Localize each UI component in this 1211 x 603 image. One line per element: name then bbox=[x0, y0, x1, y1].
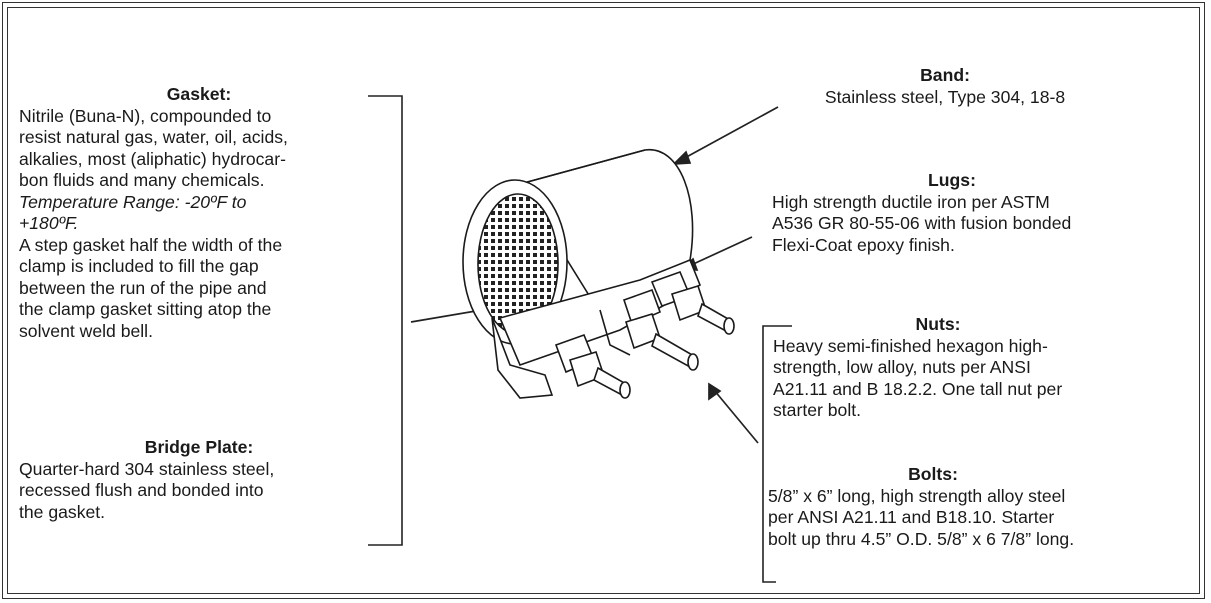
gasket-line: alkalies, most (aliphatic) hydrocar- bbox=[19, 148, 286, 169]
gasket-step-line: between the run of the pipe and bbox=[19, 277, 267, 298]
bridge-plate-line: recessed flush and bonded into bbox=[19, 480, 264, 500]
gasket-temperature-line: +180ºF. bbox=[19, 213, 79, 233]
gasket-step-line: clamp is included to fill the gap bbox=[19, 256, 259, 276]
lugs-line: Flexi-Coat epoxy finish. bbox=[772, 234, 955, 255]
nuts-callout: Nuts: Heavy semi-finished hexagon high- … bbox=[773, 314, 1133, 422]
bolts-callout: Bolts: 5/8” x 6” long, high strength all… bbox=[768, 464, 1198, 550]
bolts-line: per ANSI A21.11 and B18.10. Starter bbox=[768, 507, 1055, 527]
nuts-line: strength, low alloy, nuts per ANSI bbox=[773, 357, 1031, 377]
gasket-line: Nitrile (Buna-N), compounded to bbox=[19, 105, 272, 126]
lugs-leader bbox=[688, 236, 753, 267]
gasket-heading: Gasket: bbox=[166, 84, 232, 104]
bolts-heading: Bolts: bbox=[908, 464, 958, 484]
nuts-leader bbox=[713, 389, 759, 444]
lugs-callout: Lugs: High strength ductile iron per AST… bbox=[772, 170, 1132, 256]
bridge-plate-heading: Bridge Plate: bbox=[144, 437, 254, 457]
bolts-line: 5/8” x 6” long, high strength alloy stee… bbox=[768, 485, 1066, 506]
lugs-line: High strength ductile iron per ASTM bbox=[772, 191, 1050, 212]
nuts-line: Heavy semi-finished hexagon high- bbox=[773, 335, 1048, 356]
lugs-line: A536 GR 80-55-06 with fusion bonded bbox=[772, 213, 1072, 233]
bridge-plate-callout: Bridge Plate: Quarter-hard 304 stainless… bbox=[19, 437, 379, 523]
gasket-step-line: solvent weld bell. bbox=[19, 320, 153, 341]
gasket-step-line: the clamp gasket sitting atop the bbox=[19, 299, 272, 319]
band-callout: Band: Stainless steel, Type 304, 18-8 bbox=[765, 65, 1125, 108]
clamp-body bbox=[462, 149, 735, 399]
bridge-plate-line: the gasket. bbox=[19, 501, 106, 522]
left-bracket bbox=[368, 95, 403, 546]
nuts-heading: Nuts: bbox=[915, 314, 961, 334]
right-bracket bbox=[762, 325, 792, 583]
gasket-callout: Gasket: Nitrile (Buna-N), compounded to … bbox=[19, 84, 379, 342]
nuts-line: A21.11 and B 18.2.2. One tall nut per bbox=[773, 378, 1063, 399]
band-leader bbox=[680, 106, 779, 161]
gasket-step-line: A step gasket half the width of the bbox=[19, 234, 283, 255]
nuts-line: starter bolt. bbox=[773, 400, 862, 420]
band-line: Stainless steel, Type 304, 18-8 bbox=[824, 86, 1066, 107]
band-heading: Band: bbox=[920, 65, 970, 85]
band-arrowhead bbox=[671, 150, 692, 165]
inner-border bbox=[7, 7, 1200, 594]
lugs-heading: Lugs: bbox=[928, 170, 976, 190]
gasket-line: resist natural gas, water, oil, acids, bbox=[19, 127, 288, 147]
nuts-arrowhead bbox=[708, 382, 722, 401]
gasket-line: bon fluids and many chemicals. bbox=[19, 170, 265, 190]
bridge-plate-line: Quarter-hard 304 stainless steel, bbox=[19, 458, 275, 479]
gasket-temperature-line: Temperature Range: -20ºF to bbox=[19, 191, 247, 212]
bolts-line: bolt up thru 4.5” O.D. 5/8” x 6 7/8” lon… bbox=[768, 528, 1075, 549]
